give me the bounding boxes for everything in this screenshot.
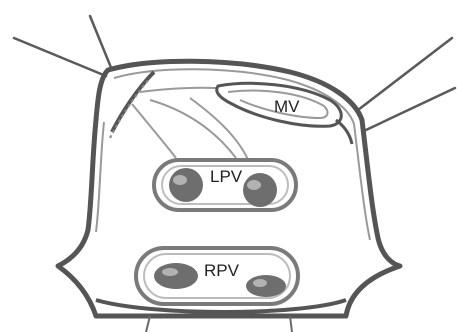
retractor-line-left-2	[90, 16, 112, 70]
rpv-ostium-right-shine	[253, 279, 267, 287]
rpv-ostium-right	[246, 275, 286, 297]
mitral-valve: MV	[217, 83, 352, 144]
lpv-ostium-right	[243, 173, 277, 207]
rpv-label: RPV	[204, 261, 240, 280]
retractor-line-right-1	[358, 38, 452, 110]
retractor-line-left-1	[14, 38, 106, 76]
rpv-ostium-left	[154, 263, 198, 289]
mitral-valve-tail	[336, 120, 352, 144]
lpv-ostium-right-shine	[247, 180, 261, 190]
lpv-label: LPV	[210, 167, 243, 186]
left-pulmonary-veins: LPV	[154, 160, 296, 210]
right-pulmonary-veins: RPV	[136, 248, 298, 304]
retractor-lines	[14, 16, 455, 130]
mv-label: MV	[274, 97, 300, 116]
rpv-ostium-left-shine	[162, 268, 178, 276]
atrial-wall-inner-left	[96, 122, 104, 232]
lpv-ostium-left-shine	[173, 175, 187, 185]
lpv-ostium-left	[169, 168, 203, 202]
